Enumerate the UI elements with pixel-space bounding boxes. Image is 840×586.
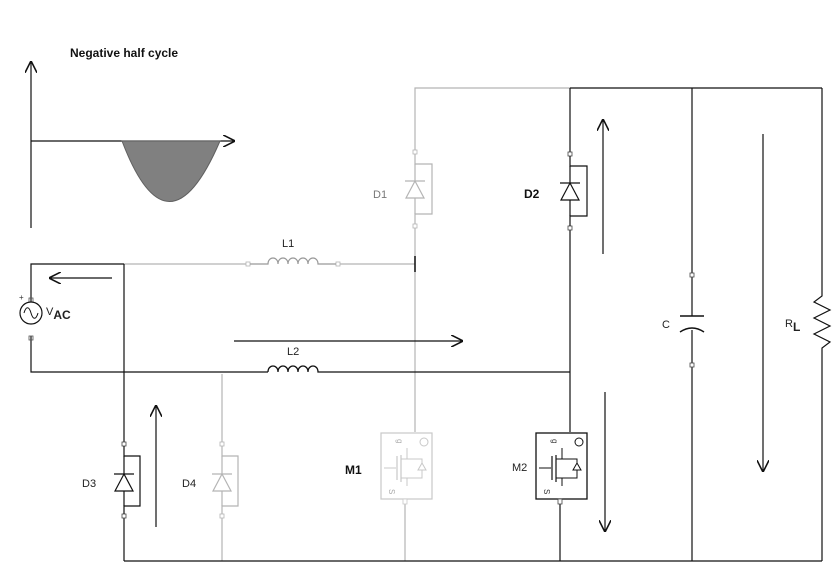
c-label: C xyxy=(662,319,670,331)
active-paths xyxy=(30,87,823,562)
mosfet-m1[interactable]: g S M1 xyxy=(345,432,433,505)
source-plus-label: + xyxy=(19,293,24,302)
ac-source[interactable]: + VAC xyxy=(19,293,71,341)
diode-d2[interactable]: D2 xyxy=(524,151,588,231)
mosfet-m2[interactable]: g S M2 xyxy=(512,432,588,505)
resistor-rl[interactable]: RL xyxy=(785,290,832,360)
capacitor-c[interactable]: C xyxy=(662,272,705,368)
m1-gate-pin: g xyxy=(395,439,404,443)
rl-label: RL xyxy=(785,318,800,334)
inductor-l2[interactable]: L2 xyxy=(267,346,320,373)
m1-source-pin: S xyxy=(387,489,396,494)
l2-label: L2 xyxy=(287,346,299,358)
d4-label: D4 xyxy=(182,478,196,490)
diode-d1[interactable]: D1 xyxy=(373,149,433,229)
m2-label: M2 xyxy=(512,462,527,474)
diode-d4[interactable]: D4 xyxy=(182,441,239,519)
m2-gate-pin: g xyxy=(550,439,559,443)
d2-label: D2 xyxy=(524,187,540,201)
m2-source-pin: S xyxy=(542,489,551,494)
source-label: VAC xyxy=(46,306,71,322)
diode-d3[interactable]: D3 xyxy=(82,441,141,519)
m1-label: M1 xyxy=(345,463,362,477)
title: Negative half cycle xyxy=(70,46,178,60)
current-arrows xyxy=(50,120,763,531)
d3-label: D3 xyxy=(82,478,96,490)
d1-label: D1 xyxy=(373,189,387,201)
inductor-l1[interactable]: L1 xyxy=(245,238,341,267)
l1-label: L1 xyxy=(282,238,294,250)
waveform-plot xyxy=(31,62,234,228)
negative-half-wave xyxy=(121,140,221,202)
